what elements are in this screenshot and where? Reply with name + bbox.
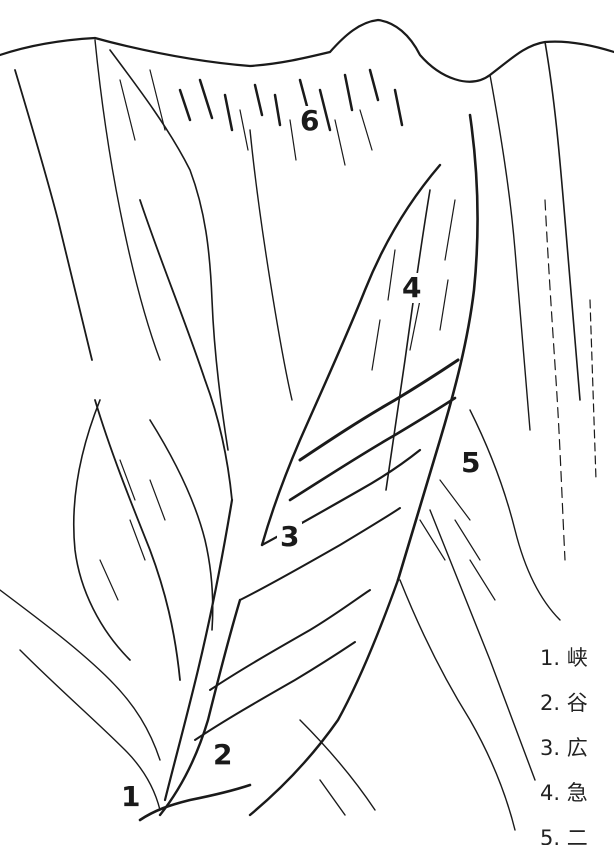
label-4: 4 (399, 273, 424, 303)
label-3: 3 (277, 522, 302, 552)
left-ridge (15, 70, 92, 360)
legend-item-5: 5. 二 (540, 816, 614, 845)
legend-item-4: 4. 急 (540, 771, 614, 816)
label-6: 6 (297, 106, 322, 136)
central-valley (140, 200, 232, 500)
right-ridge (545, 42, 580, 400)
label-5: 5 (458, 448, 483, 478)
label-2: 2 (210, 740, 235, 770)
label-1: 1 (118, 782, 143, 812)
legend-item-2: 2. 谷 (540, 681, 614, 726)
legend-item-3: 3. 広 (540, 726, 614, 771)
couloir-4-left (262, 165, 440, 545)
ridgeline (0, 20, 614, 82)
legend-item-1: 1. 峡 (540, 636, 614, 681)
legend: 1. 峡 2. 谷 3. 広 4. 急 5. 二 (540, 636, 614, 845)
